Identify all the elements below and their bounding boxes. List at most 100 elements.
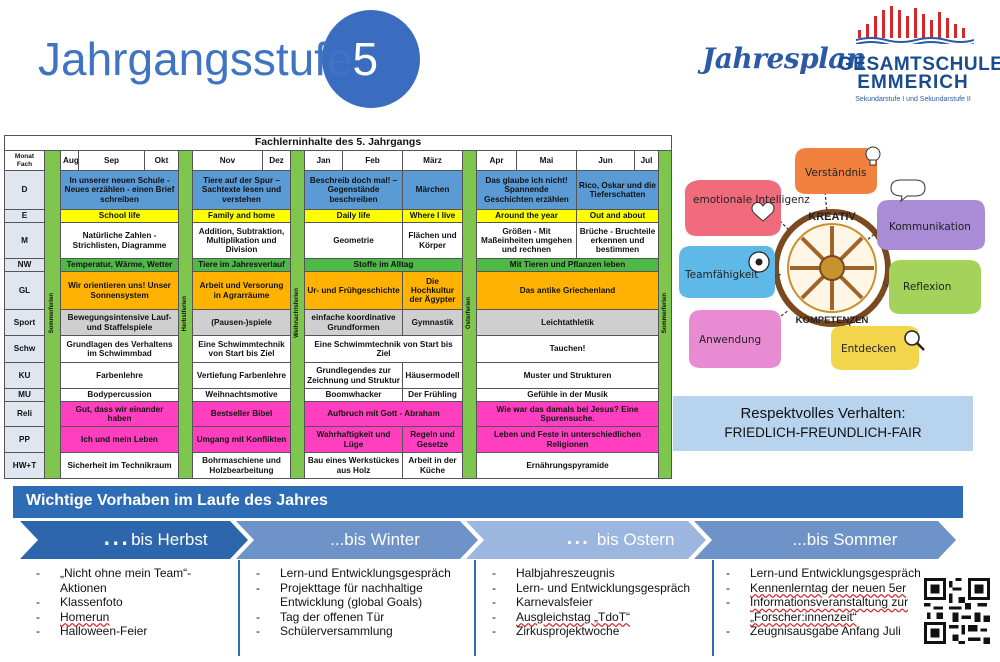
- respect-line-1: Respektvolles Verhalten:: [740, 405, 906, 422]
- holiday-column-weihnacht: Weihnachtsferien: [290, 150, 305, 479]
- table-cell: Stoffe im Alltag: [304, 258, 463, 272]
- month-header: Jun: [576, 150, 635, 171]
- list-item: Zirkusprojektwoche: [492, 624, 707, 639]
- table-cell: Regeln und Gesetze: [402, 426, 463, 453]
- table-cell: Bau eines Werkstückes aus Holz: [304, 452, 403, 479]
- table-cell: Mit Tieren und Pflanzen leben: [476, 258, 659, 272]
- table-cell: Wahrhaftigkeit und Lüge: [304, 426, 403, 453]
- table-cell: Wir orientieren uns! Unser Sonnensystem: [60, 271, 179, 310]
- phase-list-herbst: „Nicht ohne mein Team“-Aktionen Klassenf…: [36, 566, 231, 639]
- phase-arrows: [20, 521, 956, 559]
- table-cell: Das glaube ich nicht! Spannende Geschich…: [476, 170, 577, 210]
- vorhaben-title: Wichtige Vorhaben im Laufe des Jahres: [26, 492, 328, 509]
- list-item: Lern- und Entwicklungsgespräch: [492, 581, 707, 596]
- table-cell: Weihnachtsmotive: [192, 388, 291, 402]
- holiday-column-sommer-end: Sommerferien: [657, 150, 673, 479]
- table-caption: Fachlerninhalte des 5. Jahrgangs: [3, 135, 673, 151]
- table-cell: Sicherheit im Technikraum: [60, 452, 179, 479]
- list-item: Tag der offenen Tür: [256, 610, 471, 625]
- table-cell: Die Hochkultur der Ägypter: [402, 271, 463, 310]
- subject-label: HW+T: [4, 452, 45, 479]
- table-cell: Eine Schwimmtechnik von Start bis Ziel: [304, 335, 463, 363]
- subject-label: E: [4, 209, 45, 223]
- subject-label: M: [4, 222, 45, 259]
- title-circle-decoration: [322, 10, 420, 108]
- table-cell: Aufbruch mit Gott - Abraham: [304, 401, 463, 427]
- table-cell: Größen - Mit Maßeinheiten umgehen und re…: [476, 222, 577, 259]
- subject-label: D: [4, 170, 45, 210]
- table-cell: Eine Schwimmtechnik von Start bis Ziel: [192, 335, 291, 363]
- table-cell: Daily life: [304, 209, 403, 223]
- school-name: GESAMTSCHULE: [838, 54, 1000, 75]
- table-cell: Leben und Feste in unterschiedlichen Rel…: [476, 426, 659, 453]
- wheel-label-top: KREATIV: [808, 211, 856, 223]
- table-cell: Muster und Strukturen: [476, 362, 659, 389]
- table-cell: Der Frühling: [402, 388, 463, 402]
- table-cell: Beschreib doch mal! – Gegenstände beschr…: [304, 170, 403, 210]
- table-cell: Rico, Oskar und die Tieferschatten: [576, 170, 659, 210]
- bubble-verstaendnis: [795, 148, 877, 194]
- competency-label: Teamfähigkeit: [684, 269, 758, 281]
- table-cell: Vertiefung Farbenlehre: [192, 362, 291, 389]
- phase-list-ostern: Halbjahreszeugnis Lern- und Entwicklungs…: [492, 566, 707, 639]
- page-title-number: 5: [352, 33, 379, 85]
- month-header: Mai: [516, 150, 577, 171]
- table-cell: Tiere auf der Spur – Sachtexte lesen und…: [192, 170, 291, 210]
- page-title-text: Jahrgangsstufe: [38, 33, 353, 85]
- table-cell: School life: [60, 209, 179, 223]
- bubble-anwendung: [689, 310, 781, 368]
- list-item: Lern-und Entwicklungsgespräch: [726, 566, 922, 581]
- phase-list-winter: Lern-und Entwicklungsgespräch Projekttag…: [256, 566, 471, 639]
- list-item: Halloween-Feier: [36, 624, 231, 639]
- holiday-column-ostern: Osterferien: [462, 150, 477, 479]
- phase-label-sommer: ... bis Sommer: [792, 530, 898, 549]
- phase-label-ostern: ...bis Ostern: [565, 519, 675, 550]
- lightbulb-icon: [865, 146, 881, 166]
- competency-label: Reflexion: [903, 281, 951, 293]
- month-header: Jul: [634, 150, 659, 171]
- competency-label: emotionale Intelligenz: [693, 194, 810, 206]
- respect-box: Respektvolles Verhalten: FRIEDLICH-FREUN…: [673, 396, 973, 451]
- table-cell: Grundlagen des Verhaltens im Schwimmbad: [60, 335, 179, 363]
- competency-label: Kommunikation: [889, 221, 971, 233]
- table-cell: Brüche - Bruchteile erkennen und bestimm…: [576, 222, 659, 259]
- competency-label: Entdecken: [841, 343, 896, 355]
- month-header: Dez: [262, 150, 291, 171]
- month-header: Sep: [78, 150, 145, 171]
- holiday-column-sommer: Sommerferien: [44, 150, 61, 479]
- phase-arrow-herbst: [20, 521, 248, 559]
- list-item: Informationsveranstaltung zur „Forscher:…: [726, 595, 922, 624]
- month-header: Nov: [192, 150, 263, 171]
- page-title: Jahrgangsstufe5: [38, 32, 378, 86]
- table-cell: Addition, Subtraktion, Multiplikation un…: [192, 222, 291, 259]
- plan-label: Jahresplan: [702, 42, 866, 75]
- table-cell: Arbeit und Versorung in Agrarräume: [192, 271, 291, 310]
- table-cell: (Pausen-)spiele: [192, 309, 291, 336]
- subject-label: MU: [4, 388, 45, 402]
- bubble-reflexion: [889, 260, 981, 314]
- qr-code-icon[interactable]: [924, 578, 990, 644]
- phase-separator: [474, 560, 476, 656]
- subject-label: Sport: [4, 309, 45, 336]
- table-cell: Flächen und Körper: [402, 222, 463, 259]
- list-item: Zeugnisausgabe Anfang Juli: [726, 624, 922, 639]
- month-header: Jan: [304, 150, 343, 171]
- soccer-ball-icon: [748, 251, 770, 273]
- table-cell: Ur- und Frühgeschichte: [304, 271, 403, 310]
- subject-label: GL: [4, 271, 45, 310]
- table-cell: Bestseller Bibel: [192, 401, 291, 427]
- table-cell: Temperatur, Wärme, Wetter: [60, 258, 179, 272]
- table-cell: Bewegungsintensive Lauf- und Staffelspie…: [60, 309, 179, 336]
- month-header: März: [402, 150, 463, 171]
- table-cell: Bohrmaschiene und Holzbearbeitung: [192, 452, 291, 479]
- speech-bubble-icon: [890, 179, 926, 203]
- list-item: „Nicht ohne mein Team“-Aktionen: [36, 566, 231, 595]
- phase-arrow-ostern: [466, 521, 706, 559]
- table-cell: Umgang mit Konflikten: [192, 426, 291, 453]
- table-cell: Wie war das damals bei Jesus? Eine Spure…: [476, 401, 659, 427]
- table-cell: Around the year: [476, 209, 577, 223]
- month-header: Okt: [144, 150, 179, 171]
- competency-label: Anwendung: [699, 334, 761, 346]
- table-cell: Tauchen!: [476, 335, 659, 363]
